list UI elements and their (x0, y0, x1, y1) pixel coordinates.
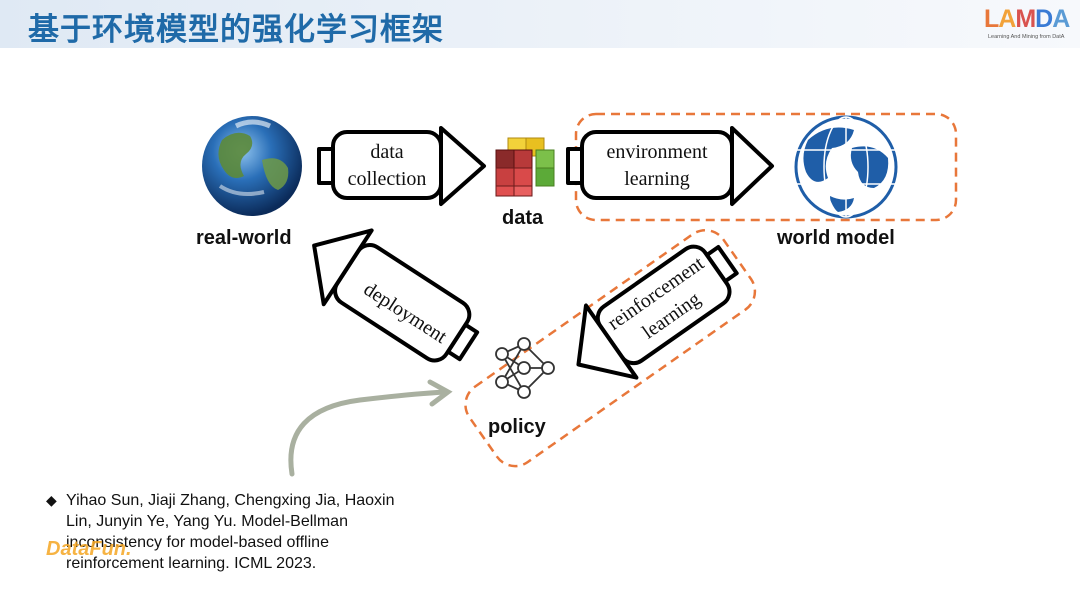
deployment-arrow (312, 228, 480, 363)
slide-title: 基于环境模型的强化学习框架 (28, 12, 444, 48)
policy-dashed-region (464, 228, 757, 468)
neural-network-icon (495, 337, 555, 399)
bullet-icon: ◆ (46, 492, 57, 508)
earth-icon (202, 116, 302, 216)
environment-learning-text: environment learning (606, 141, 708, 190)
environment-learning-arrow (566, 126, 774, 206)
lamda-logo: LAMDA Learning And Mining from DatA (984, 5, 1074, 43)
reinforcement-learning-arrow (576, 244, 739, 380)
reference-line-1: Yihao Sun, Jiaji Zhang, Chengxing Jia, H… (66, 492, 395, 509)
datafun-watermark: DataFun. (46, 538, 132, 560)
reference-citation: ◆ Yihao Sun, Jiaji Zhang, Chengxing Jia,… (46, 490, 446, 574)
data-cube-icon (495, 137, 555, 197)
data-collection-text: data collection (347, 141, 427, 190)
policy-label: policy (488, 416, 546, 438)
data-collection-arrow (317, 126, 486, 206)
lamda-logo-subtitle: Learning And Mining from DatA (988, 34, 1065, 40)
globe-icon (794, 115, 898, 219)
reference-line-3: inconsistency for model-based offline (66, 534, 329, 551)
lamda-logo-letters: LAMDA (984, 5, 1070, 33)
data-label: data (502, 207, 544, 229)
reference-line-4: reinforcement learning. ICML 2023. (66, 555, 317, 572)
world-model-label: world model (777, 227, 895, 249)
title-bar: 基于环境模型的强化学习框架 LAMDA Learning And Mining … (0, 0, 1080, 48)
reference-line-2: Lin, Junyin Ye, Yang Yu. Model-Bellman (66, 513, 348, 530)
pointer-arrow (288, 379, 453, 477)
real-world-label: real-world (196, 227, 292, 249)
